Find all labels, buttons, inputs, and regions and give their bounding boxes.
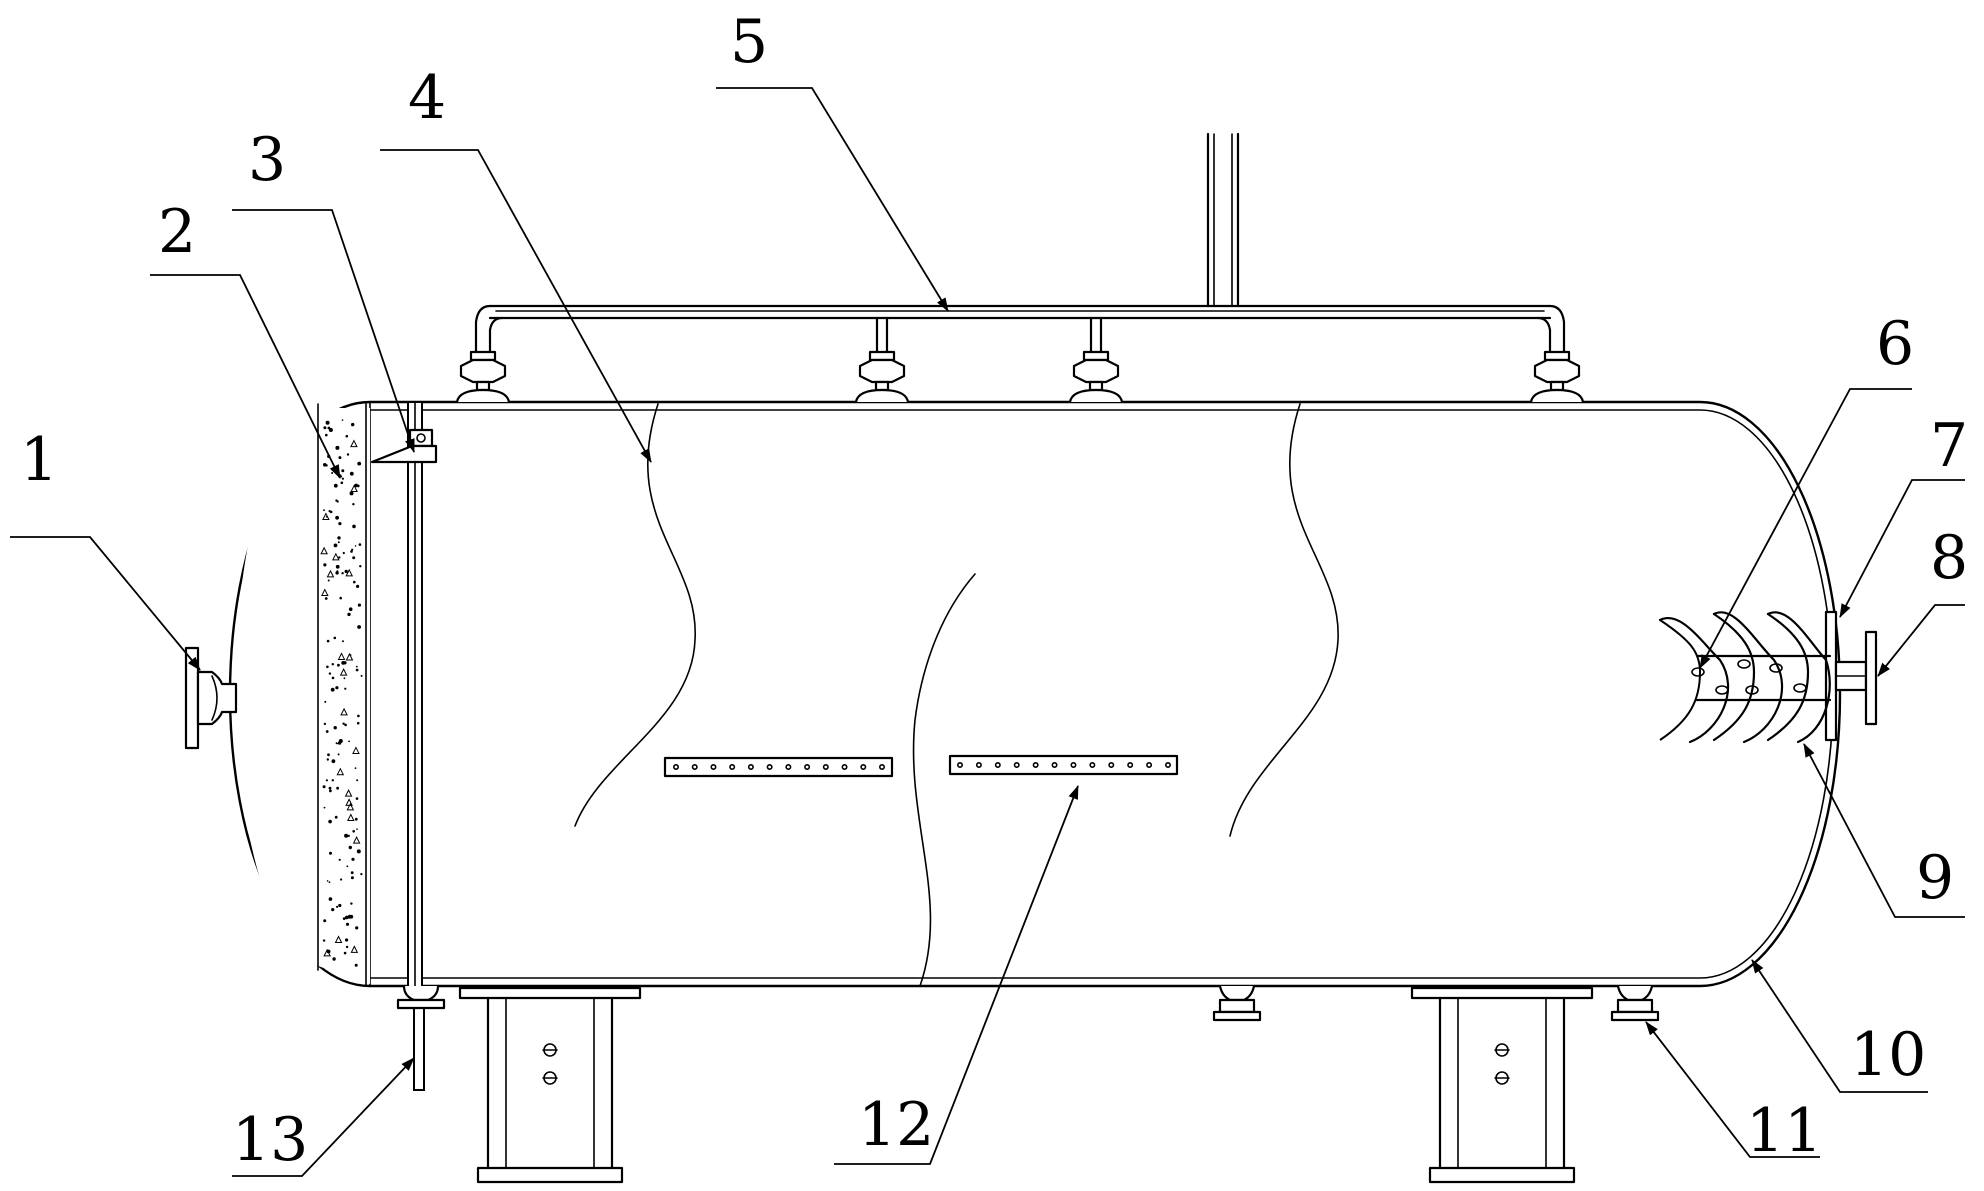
- bar-hole: [822, 763, 829, 770]
- bar-hole: [1070, 761, 1077, 768]
- callout-4: 4: [408, 63, 446, 133]
- right-saddle-support: [1410, 986, 1594, 1184]
- top-pipe-manifold: [474, 132, 1566, 362]
- bar-hole: [1127, 761, 1134, 768]
- spray-nozzle: [1529, 350, 1585, 403]
- callout-9: 9: [1916, 843, 1954, 913]
- spray-nozzle: [854, 316, 910, 403]
- saddle-bolt-hole: [1494, 1043, 1510, 1085]
- bottom-outlet-right: [1610, 985, 1660, 1022]
- bar-hole: [1089, 761, 1096, 768]
- bar-hole: [841, 763, 848, 770]
- bar-hole: [1108, 761, 1115, 768]
- bar-hole: [747, 763, 754, 770]
- spray-nozzle: [455, 350, 511, 403]
- bar-hole: [691, 763, 698, 770]
- left-inlet-nozzle: [184, 646, 238, 750]
- perforated-bar-left: [663, 756, 894, 778]
- bar-hole: [975, 761, 982, 768]
- callout-13: 13: [232, 1105, 308, 1175]
- bar-hole: [710, 763, 717, 770]
- callout-8: 8: [1930, 523, 1968, 593]
- bar-hole: [785, 763, 792, 770]
- leader-lines: [10, 87, 1965, 1177]
- bar-hole: [766, 763, 773, 770]
- bar-hole: [1032, 761, 1039, 768]
- bar-hole: [1146, 761, 1153, 768]
- bottom-drain-nozzle: [396, 985, 446, 1010]
- perforated-bar-right: [948, 754, 1179, 776]
- callout-7: 7: [1930, 411, 1968, 481]
- bar-hole: [878, 763, 885, 770]
- bar-hole: [672, 763, 679, 770]
- vertical-pipe: [407, 401, 425, 1091]
- bar-hole: [1013, 761, 1020, 768]
- bar-hole: [994, 761, 1001, 768]
- vessel-shell: [228, 400, 1842, 988]
- right-inlet-flange: [1824, 610, 1878, 742]
- callout-3: 3: [248, 125, 286, 195]
- bottom-outlet-center: [1212, 985, 1262, 1022]
- filler-texture: [320, 419, 363, 967]
- callout-5: 5: [730, 7, 768, 77]
- callout-1: 1: [20, 425, 58, 495]
- callout-10: 10: [1850, 1020, 1926, 1090]
- bar-hole: [860, 763, 867, 770]
- left-saddle-support: [458, 986, 642, 1184]
- bar-hole: [804, 763, 811, 770]
- filler-layer: [235, 403, 370, 987]
- bar-hole: [729, 763, 736, 770]
- callout-6: 6: [1876, 309, 1914, 379]
- bar-hole: [956, 761, 963, 768]
- break-lines: [574, 403, 1339, 987]
- top-spray-nozzles: [455, 316, 1585, 403]
- bar-hole: [1165, 761, 1172, 768]
- saddle-bolt-hole: [542, 1043, 558, 1085]
- spiral-deflector: [1658, 611, 1832, 744]
- bar-hole: [1051, 761, 1058, 768]
- callout-2: 2: [158, 197, 196, 267]
- spray-nozzle: [1068, 316, 1124, 403]
- callout-11: 11: [1746, 1096, 1822, 1166]
- callout-12: 12: [858, 1090, 934, 1160]
- callout-labels: 1 2 3 4 5 6 7 8 9 10 11 12 13: [20, 7, 1968, 1175]
